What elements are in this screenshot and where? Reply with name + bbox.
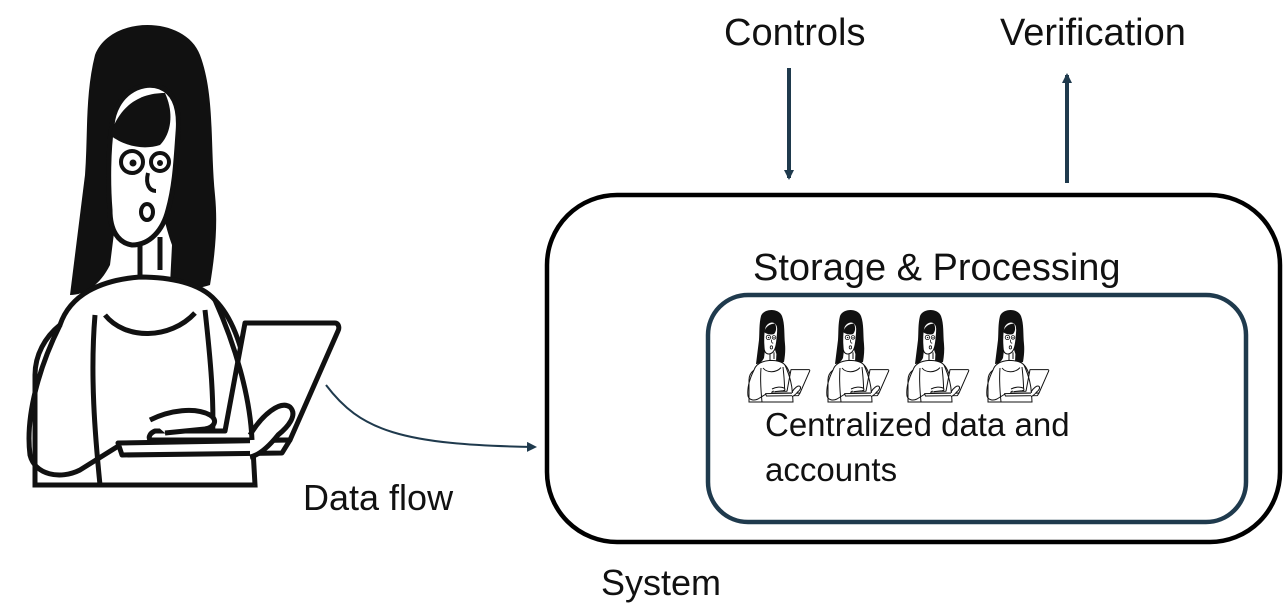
data-flow-arrow [325,384,537,452]
centralized-data-label: Centralized data and accounts [765,406,1070,488]
person-with-laptop-icon [29,25,339,485]
controls-label: Controls [724,12,866,54]
data-flow-label: Data flow [303,477,454,518]
verification-label: Verification [1000,12,1186,54]
storage-processing-label: Storage & Processing [753,247,1121,289]
system-label: System [601,562,722,603]
